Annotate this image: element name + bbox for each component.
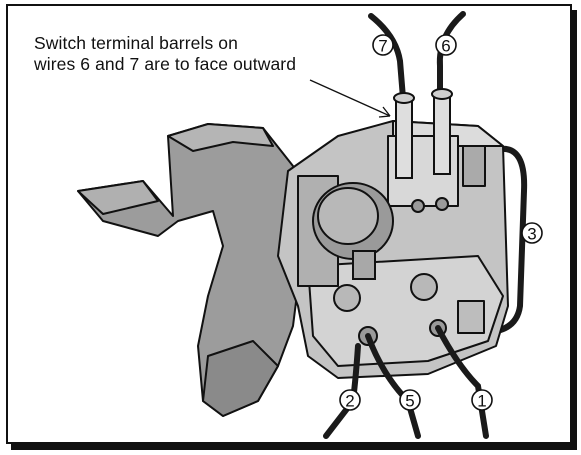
switch-housing bbox=[277, 120, 509, 379]
caption-line-2: wires 6 and 7 are to face outward bbox=[34, 54, 297, 74]
callout-7: 7 bbox=[372, 34, 394, 56]
callout-6-label: 6 bbox=[441, 37, 450, 56]
adjustment-knob bbox=[312, 182, 394, 280]
leader-line bbox=[309, 79, 391, 118]
terminal-barrels bbox=[393, 88, 453, 179]
diagram-frame: Switch terminal barrels on wires 6 and 7… bbox=[6, 4, 572, 444]
callout-7-label: 7 bbox=[378, 37, 387, 56]
callout-5-label: 5 bbox=[405, 392, 414, 411]
wire-1 bbox=[435, 325, 489, 439]
trigger bbox=[77, 123, 309, 417]
caption-line-1: Switch terminal barrels on bbox=[34, 33, 238, 53]
callout-1: 1 bbox=[471, 389, 493, 411]
callout-3-label: 3 bbox=[527, 225, 536, 244]
callout-2: 2 bbox=[339, 389, 361, 411]
caption: Switch terminal barrels on wires 6 and 7… bbox=[34, 33, 296, 75]
callout-6: 6 bbox=[435, 34, 457, 56]
callout-2-label: 2 bbox=[345, 392, 354, 411]
switch-illustration: 7 6 3 2 5 1 bbox=[77, 11, 543, 439]
callout-3: 3 bbox=[521, 222, 543, 244]
wire-7 bbox=[368, 13, 406, 101]
callout-1-label: 1 bbox=[477, 392, 486, 411]
callout-5: 5 bbox=[399, 389, 421, 411]
